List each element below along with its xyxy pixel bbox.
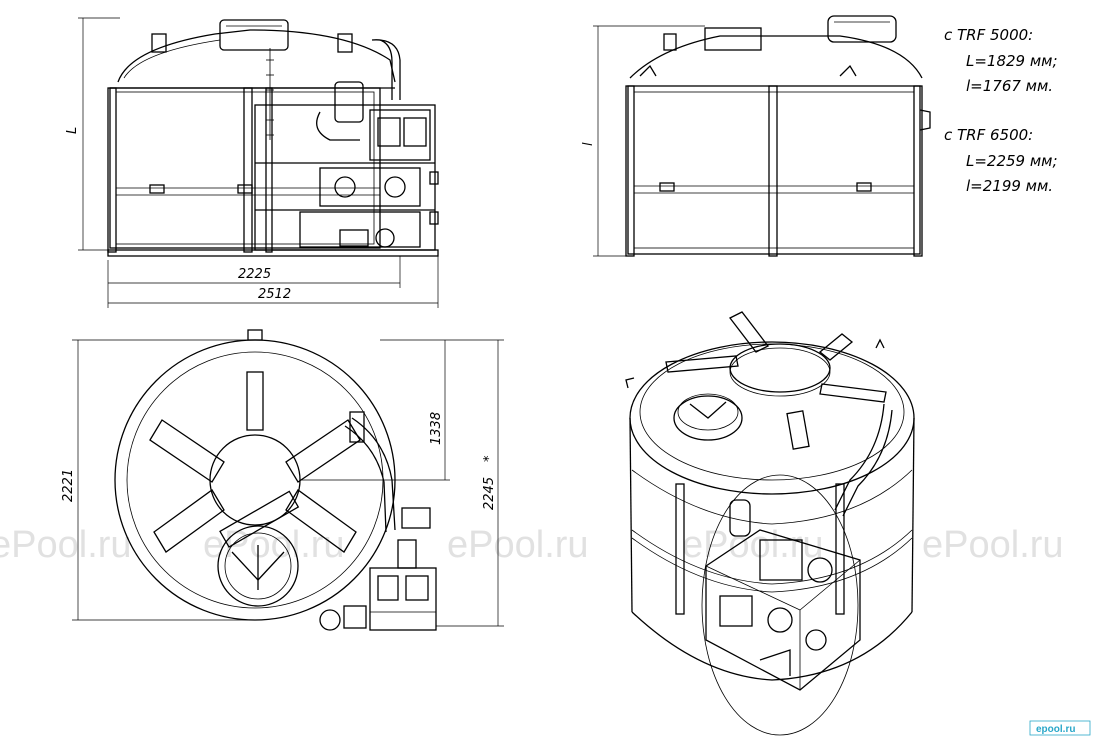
- watermark-text: ePool.ru: [0, 524, 132, 566]
- dim-side-height: l: [581, 142, 596, 146]
- isometric-view: [625, 311, 915, 736]
- spec-trf6500-L: L=2259 мм;: [966, 152, 1058, 170]
- spec-trf5000-l: l=1767 мм.: [966, 77, 1053, 95]
- watermark-text: ePool.ru: [682, 524, 824, 566]
- dim-front-height: L: [65, 127, 80, 134]
- watermark-text: ePool.ru: [922, 524, 1064, 566]
- iso-equipment: [705, 499, 861, 691]
- level-scale: [266, 48, 274, 140]
- dim-top-overall: 2221: [61, 469, 76, 502]
- spec-trf5000-L: L=1829 мм;: [966, 52, 1058, 70]
- watermark-row: ePool.ru ePool.ru ePool.ru ePool.ru ePoo…: [0, 524, 1064, 566]
- dim-front-inner-width: 2225: [238, 267, 271, 282]
- side-dimensions: l: [581, 25, 705, 257]
- front-dimensions: L 2225 2512: [65, 17, 439, 308]
- spec-trf6500-header: с TRF 6500:: [944, 126, 1033, 144]
- dim-front-outer-width: 2512: [258, 287, 291, 302]
- spec-notes: с TRF 5000: L=1829 мм; l=1767 мм. с TRF …: [944, 26, 1058, 195]
- watermark-text: ePool.ru: [203, 524, 345, 566]
- top-dimensions: 2221 1338 2245 *: [61, 339, 504, 627]
- dim-top-mark: *: [482, 455, 497, 462]
- side-view: [625, 15, 931, 257]
- spec-trf6500-l: l=2199 мм.: [966, 177, 1053, 195]
- dim-top-partial: 1338: [429, 412, 444, 445]
- equipment-rack: [254, 81, 439, 251]
- spec-trf5000-header: с TRF 5000:: [944, 26, 1033, 44]
- dim-top-full: 2245: [482, 477, 497, 510]
- top-equipment: [319, 507, 437, 631]
- radial-arms: [149, 371, 361, 553]
- front-view: [107, 19, 439, 257]
- watermark-text: ePool.ru: [447, 524, 589, 566]
- corner-logo-text: epool.ru: [1036, 724, 1075, 735]
- corner-logo: epool.ru: [1029, 720, 1091, 736]
